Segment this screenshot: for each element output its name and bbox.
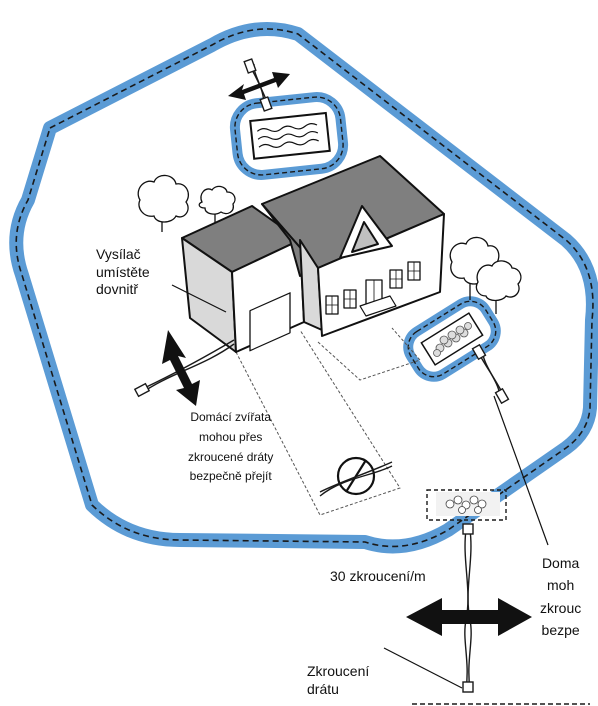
wire-twist-line: drátu xyxy=(307,680,339,697)
transmitter-line: umístěte xyxy=(96,263,150,280)
double-arrow-icon xyxy=(228,72,290,100)
no-entry-icon xyxy=(319,456,393,497)
yard-boundary xyxy=(9,22,598,554)
transmitter-label: Vysílač umístěte dovnitř xyxy=(96,246,150,299)
detail-twisted-wire xyxy=(462,523,474,693)
pets-cross-line: Domácí zvířata xyxy=(190,410,272,424)
pets-cross-cut-line: bezpe xyxy=(541,622,580,639)
bed-twisted-wire xyxy=(471,343,510,405)
wire-twist-line: Zkroucení xyxy=(307,663,370,679)
pets-cross-cut-line: zkrouc xyxy=(540,599,582,616)
pets-cross-cut-label: Doma moh zkrouc bezpe xyxy=(540,552,581,642)
detail-flower-bed xyxy=(426,489,507,521)
house-twisted-wire xyxy=(133,339,235,398)
wire-twist-label: Zkroucení drátu xyxy=(307,663,369,698)
transmitter-line: Vysílač xyxy=(96,246,141,262)
transmitter-leader xyxy=(171,284,227,313)
pool-twisted-wire xyxy=(243,58,273,112)
pets-cross-cut-line: moh xyxy=(547,577,575,594)
twists-per-meter-label: 30 zkroucení/m xyxy=(330,568,426,584)
right-callout-leader xyxy=(493,395,549,546)
driveway xyxy=(235,327,421,516)
pets-cross-line: zkroucené dráty xyxy=(188,449,274,464)
pets-cross-cut-line: Doma xyxy=(541,555,580,571)
double-arrow-icon xyxy=(406,598,532,636)
pets-cross-line: mohou přes xyxy=(199,429,263,444)
pets-cross-label: Domácí zvířata mohou přes zkroucené drát… xyxy=(188,408,273,487)
tree-icon xyxy=(198,185,236,226)
tree-icon xyxy=(137,174,190,232)
pets-cross-line: bezpečně přejít xyxy=(189,469,272,484)
pool-icon xyxy=(229,92,349,180)
double-arrow-icon xyxy=(162,330,200,406)
tree-icon xyxy=(475,260,522,314)
transmitter-line: dovnitř xyxy=(96,281,139,297)
flower-bed-icon xyxy=(403,296,501,382)
house-icon xyxy=(181,155,445,353)
twist-leader xyxy=(383,647,463,689)
